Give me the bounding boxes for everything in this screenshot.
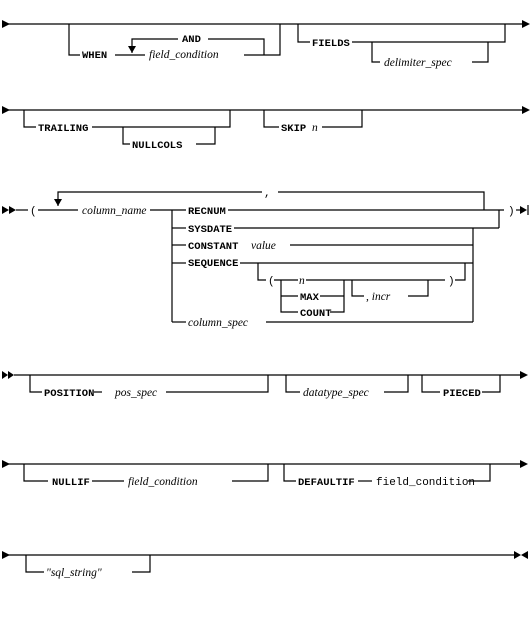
start-arrow-icon — [2, 551, 10, 559]
continue-arrow-icon — [520, 460, 528, 468]
and-keyword: AND — [182, 34, 201, 46]
start-double-arrow-icon — [8, 371, 14, 379]
skip-keyword: SKIP — [281, 123, 306, 135]
when-keyword: WHEN — [82, 50, 107, 62]
field-condition-term: field_condition — [149, 49, 219, 61]
row-5-nullif-defaultif: NULLIF field_condition DEFAULTIF field_c… — [2, 460, 528, 489]
loop-arrow-icon — [54, 199, 62, 206]
constant-keyword: CONSTANT — [188, 241, 238, 253]
trailing-keyword: TRAILING — [38, 123, 88, 135]
row-6-sql-string: "sql_string" — [2, 551, 528, 579]
loop-arrow-icon — [128, 46, 136, 53]
start-double-arrow-icon — [2, 206, 9, 214]
sequence-close-paren-symbol: ) — [448, 276, 455, 288]
end-arrow-icon — [520, 206, 527, 214]
sequence-open-paren-symbol: ( — [268, 276, 275, 288]
row-4-column-spec: POSITION pos_spec datatype_spec PIECED — [2, 371, 528, 400]
count-keyword: COUNT — [300, 308, 332, 320]
pieced-keyword: PIECED — [443, 388, 481, 400]
nullif-keyword: NULLIF — [52, 477, 90, 489]
end-arrow-icon — [514, 551, 521, 559]
close-paren-symbol: ) — [508, 206, 515, 218]
defaultif-keyword: DEFAULTIF — [298, 477, 355, 489]
nullif-field-condition-term: field_condition — [128, 476, 198, 488]
comma-separator-symbol: , — [264, 188, 271, 200]
row-3-column-list: ( ) , column_name RECNUM SYSDATE CONSTAN… — [2, 188, 529, 329]
column-name-term: column_name — [82, 205, 147, 217]
continue-arrow-icon — [520, 371, 528, 379]
sql-string-term: "sql_string" — [46, 567, 102, 579]
sysdate-keyword: SYSDATE — [188, 224, 232, 236]
datatype-spec-term: datatype_spec — [303, 387, 369, 399]
defaultif-field-condition-term: field_condition — [376, 477, 475, 489]
row-2-trailing-skip: TRAILING NULLCOLS SKIP n — [2, 106, 530, 152]
skip-n-term: n — [312, 122, 318, 134]
column-spec-term: column_spec — [188, 317, 248, 329]
start-double-arrow-icon — [2, 371, 8, 379]
recnum-keyword: RECNUM — [188, 206, 226, 218]
row-1-when-fields: WHEN AND field_condition FIELDS delimite… — [2, 20, 530, 69]
fields-keyword: FIELDS — [312, 38, 350, 50]
start-arrow-icon — [2, 20, 10, 28]
sequence-keyword: SEQUENCE — [188, 258, 238, 270]
max-keyword: MAX — [300, 292, 320, 304]
position-keyword: POSITION — [44, 388, 94, 400]
pos-spec-term: pos_spec — [114, 387, 157, 399]
continue-arrow-icon — [522, 106, 530, 114]
constant-value-term: value — [251, 240, 276, 252]
start-double-arrow-icon — [9, 206, 16, 214]
incr-term: , incr — [366, 291, 391, 303]
nullcols-keyword: NULLCOLS — [132, 140, 182, 152]
continue-arrow-icon — [522, 20, 530, 28]
end-arrow-icon — [521, 551, 528, 559]
open-paren-symbol: ( — [30, 206, 37, 218]
start-arrow-icon — [2, 106, 10, 114]
start-arrow-icon — [2, 460, 10, 468]
sequence-n-term: n — [299, 275, 305, 287]
delimiter-spec-term: delimiter_spec — [384, 57, 452, 69]
